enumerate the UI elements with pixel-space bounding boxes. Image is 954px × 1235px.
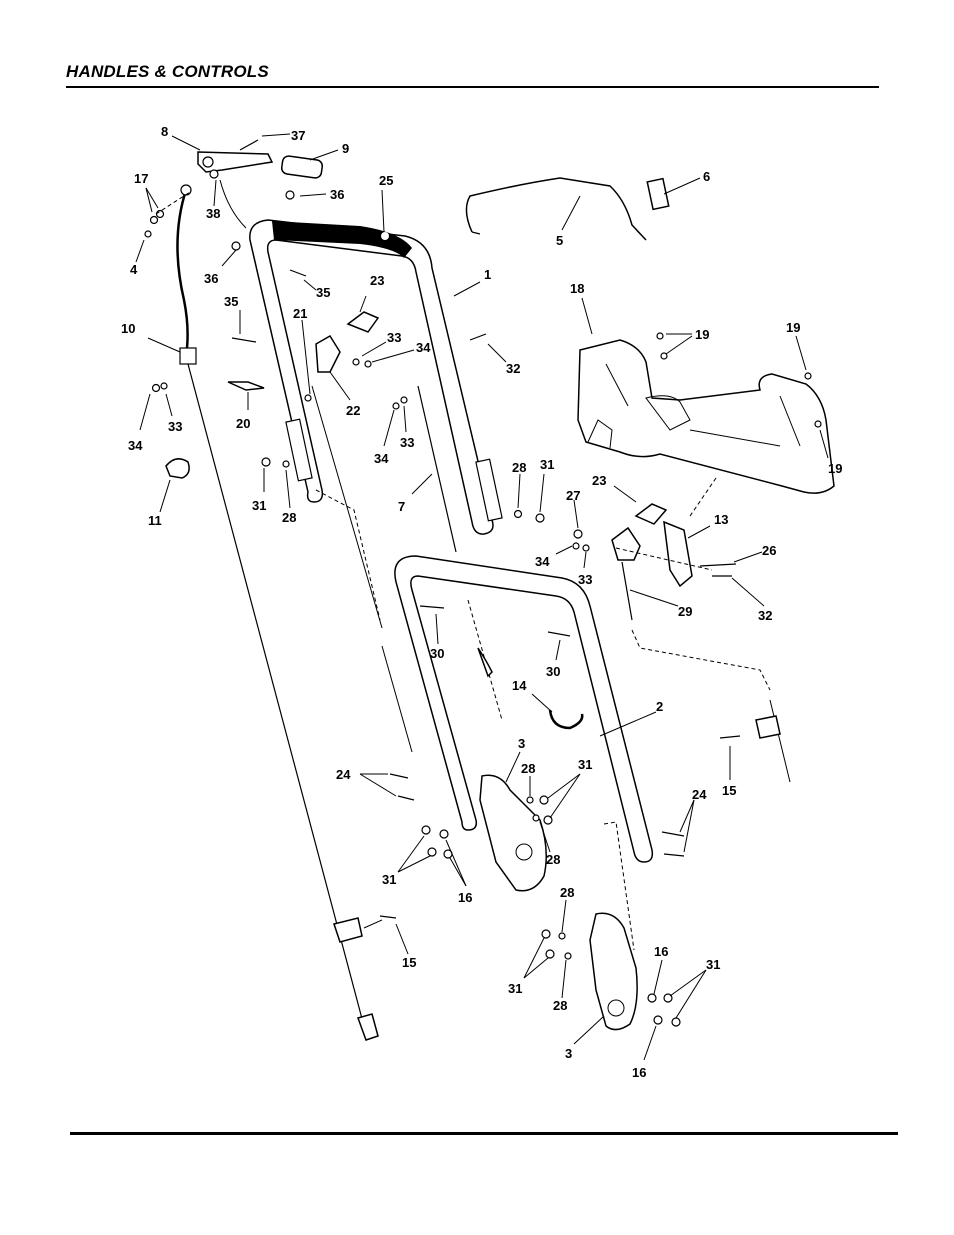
part-6-clip xyxy=(646,177,670,211)
lower-handle xyxy=(394,555,654,863)
bail-wire xyxy=(465,177,647,241)
callout-34b: 34 xyxy=(128,438,143,453)
callout-34c: 34 xyxy=(374,451,389,466)
callout-19a: 19 xyxy=(695,327,709,342)
callout-19b: 19 xyxy=(786,320,800,335)
callout-24a: 24 xyxy=(336,767,351,782)
callout-27: 27 xyxy=(566,488,580,503)
bracket-29 xyxy=(611,526,641,561)
callout-10: 10 xyxy=(121,321,135,336)
callout-7: 7 xyxy=(398,499,405,514)
bracket-22 xyxy=(315,334,341,373)
part-8-lever xyxy=(197,151,274,173)
callout-16a: 16 xyxy=(458,890,472,905)
callout-15a: 15 xyxy=(722,783,736,798)
callout-36b: 36 xyxy=(204,271,218,286)
callout-9: 9 xyxy=(342,141,349,156)
knob-23-lower xyxy=(634,503,668,525)
callout-4: 4 xyxy=(130,262,138,277)
callout-31e: 31 xyxy=(508,981,522,996)
callout-17: 17 xyxy=(134,171,148,186)
callout-28e: 28 xyxy=(560,885,574,900)
leader-lines xyxy=(135,133,829,1061)
callout-1: 1 xyxy=(484,267,491,282)
bracket-13 xyxy=(663,520,693,588)
callout-24b: 24 xyxy=(692,787,707,802)
upper-handle xyxy=(249,219,503,535)
callout-8: 8 xyxy=(161,124,168,139)
cable-10 xyxy=(176,189,189,357)
callout-31a: 31 xyxy=(252,498,266,513)
callout-28b: 28 xyxy=(512,460,526,475)
control-panel xyxy=(577,339,835,494)
callout-23a: 23 xyxy=(370,273,384,288)
hinge-bracket-lower xyxy=(589,912,638,1031)
callout-30a: 30 xyxy=(430,646,444,661)
callout-33b: 33 xyxy=(168,419,182,434)
callout-11: 11 xyxy=(148,513,162,528)
hinge-bracket-upper xyxy=(479,774,547,892)
callout-32a: 32 xyxy=(506,361,520,376)
callout-labels: 8 37 9 17 36 25 38 4 36 35 35 23 1 21 10… xyxy=(121,124,842,1080)
header-rule xyxy=(66,86,879,88)
callout-19c: 19 xyxy=(828,461,842,476)
callout-3a: 3 xyxy=(518,736,525,751)
callout-6: 6 xyxy=(703,169,710,184)
part-37-pin xyxy=(239,139,259,151)
callout-35b: 35 xyxy=(224,294,238,309)
callout-38: 38 xyxy=(206,206,220,221)
clip-14 xyxy=(548,709,584,730)
clip-11 xyxy=(165,458,190,479)
callout-32b: 32 xyxy=(758,608,772,623)
callout-2: 2 xyxy=(656,699,663,714)
callout-28c: 28 xyxy=(521,761,535,776)
callout-34a: 34 xyxy=(416,340,431,355)
callout-30b: 30 xyxy=(546,664,560,679)
callout-28d: 28 xyxy=(546,852,560,867)
callout-23b: 23 xyxy=(592,473,606,488)
callout-21: 21 xyxy=(293,306,307,321)
callout-31b: 31 xyxy=(540,457,554,472)
part-9-block xyxy=(280,155,324,179)
callout-33a: 33 xyxy=(387,330,401,345)
callout-18: 18 xyxy=(570,281,584,296)
callout-31d: 31 xyxy=(382,872,396,887)
callout-35a: 35 xyxy=(316,285,330,300)
callout-16c: 16 xyxy=(632,1065,646,1080)
callout-31c: 31 xyxy=(578,757,592,772)
callout-37: 37 xyxy=(291,128,305,143)
nuts-washers xyxy=(144,190,822,1027)
callout-3b: 3 xyxy=(565,1046,572,1061)
callout-25: 25 xyxy=(379,173,393,188)
callout-31f: 31 xyxy=(706,957,720,972)
callout-16b: 16 xyxy=(654,944,668,959)
callout-28a: 28 xyxy=(282,510,296,525)
cable-7 xyxy=(417,385,457,553)
callout-26: 26 xyxy=(762,543,776,558)
callout-15b: 15 xyxy=(402,955,416,970)
callout-34d: 34 xyxy=(535,554,550,569)
callout-29: 29 xyxy=(678,604,692,619)
footer-rule xyxy=(70,1132,898,1135)
callout-33c: 33 xyxy=(400,435,414,450)
callout-28f: 28 xyxy=(553,998,567,1013)
bolts xyxy=(227,269,741,919)
callout-36a: 36 xyxy=(330,187,344,202)
callout-20: 20 xyxy=(236,416,250,431)
callout-22: 22 xyxy=(346,403,360,418)
knob-23-upper xyxy=(346,311,380,333)
handle-grip xyxy=(272,221,412,258)
control-rod xyxy=(187,363,366,1031)
callout-14: 14 xyxy=(512,678,527,693)
page-title: HANDLES & CONTROLS xyxy=(66,62,269,81)
callout-13: 13 xyxy=(714,512,728,527)
callout-5: 5 xyxy=(556,233,563,248)
callout-33d: 33 xyxy=(578,572,592,587)
